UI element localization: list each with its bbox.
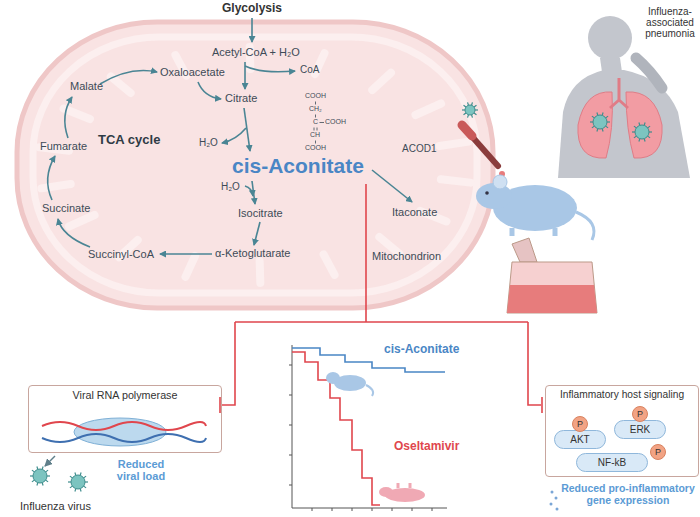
metabolite-label: Itaconate bbox=[392, 206, 437, 219]
highlight-metabolite: cis-Aconitate bbox=[232, 154, 364, 178]
crista bbox=[439, 142, 468, 146]
crista bbox=[441, 179, 471, 182]
curve-label: cis-Aconitate bbox=[384, 343, 459, 357]
virus-particle bbox=[593, 115, 607, 129]
organelle-label: Mitochondrion bbox=[372, 250, 441, 263]
kinase-pill: ERK bbox=[614, 420, 666, 439]
virus-particle bbox=[71, 475, 85, 489]
enzyme-label: ACOD1 bbox=[402, 143, 436, 155]
cycle-title: TCA cycle bbox=[98, 133, 160, 148]
virus-particle bbox=[465, 105, 475, 115]
outcome-label: Reduced viral load bbox=[110, 458, 172, 482]
formula-group: COOH bbox=[305, 144, 326, 152]
disease-label: Influenza-associated pneumonia bbox=[641, 6, 699, 39]
mouse-dropper bbox=[462, 125, 594, 240]
metabolite-label: Succinate bbox=[42, 202, 90, 215]
mitochondrion-outer bbox=[17, 22, 493, 308]
kinase-pill: NF-kB bbox=[576, 453, 648, 472]
crista bbox=[185, 256, 195, 277]
culture-flask bbox=[507, 238, 597, 313]
metabolite-label: Succinyl-CoA bbox=[88, 248, 154, 261]
metabolite-label: Malate bbox=[70, 80, 103, 93]
metabolite-label: Citrate bbox=[225, 92, 257, 105]
node-text: ERK bbox=[630, 424, 651, 435]
metabolite-label: Acetyl-CoA + H₂O bbox=[212, 46, 300, 59]
crista bbox=[256, 261, 265, 283]
phospho-circle: P bbox=[650, 444, 666, 460]
metabolite-label: H₂O bbox=[221, 181, 240, 193]
node-text: NF-kB bbox=[598, 457, 626, 468]
crista bbox=[64, 109, 90, 120]
metabolite-label: H₂O bbox=[199, 137, 218, 149]
node-text: Inflammatory host signaling bbox=[546, 389, 698, 400]
tca-arrows bbox=[48, 18, 412, 254]
metabolite-label: α-Ketoglutarate bbox=[215, 247, 290, 260]
human-figure bbox=[558, 16, 690, 178]
node-text: P bbox=[637, 409, 643, 419]
crista bbox=[41, 184, 70, 188]
phospho-circle: P bbox=[632, 406, 648, 422]
metabolite-label: Isocitrate bbox=[238, 207, 283, 220]
formula-group: CH₂ bbox=[309, 105, 322, 113]
expression-dots bbox=[550, 491, 559, 511]
virus-particle bbox=[635, 125, 649, 139]
node-text: AKT bbox=[570, 434, 589, 445]
cristae bbox=[39, 47, 470, 283]
inhibition-lines bbox=[220, 184, 542, 413]
crista bbox=[372, 73, 391, 90]
survival-curve bbox=[289, 345, 447, 511]
crista bbox=[415, 104, 441, 115]
node-text: P bbox=[577, 419, 583, 429]
phospho-circle: P bbox=[572, 416, 588, 432]
metabolite-label: Fumarate bbox=[40, 140, 87, 153]
mitochondrion-inner bbox=[33, 37, 477, 293]
formula-group: C bbox=[313, 118, 318, 126]
kinase-pill: AKT bbox=[554, 430, 606, 449]
mechanism-box: Viral RNA polymerase bbox=[28, 385, 222, 453]
crista bbox=[111, 76, 131, 93]
input-label: Glycolysis bbox=[222, 2, 282, 16]
metabolite-label: Oxaloacetate bbox=[160, 66, 225, 79]
crista bbox=[69, 215, 95, 226]
virus-label: Influenza virus bbox=[20, 500, 91, 513]
formula-group: COOH bbox=[325, 118, 346, 126]
formula-group: COOH bbox=[305, 92, 326, 100]
virus-particle bbox=[33, 469, 47, 483]
crista bbox=[324, 254, 335, 274]
node-text: P bbox=[655, 447, 661, 457]
outcome-label: Reduced pro-inflammatory gene expression bbox=[560, 483, 696, 506]
node-text: Viral RNA polymerase bbox=[29, 389, 221, 401]
mechanism-box: Inflammatory host signalingP ERK P AKT P NF-k… bbox=[545, 385, 699, 477]
virus-icons bbox=[30, 102, 652, 491]
metabolite-label: CoA bbox=[300, 64, 319, 76]
curve-label: Oseltamivir bbox=[394, 440, 459, 454]
formula-group: CH bbox=[310, 131, 320, 139]
